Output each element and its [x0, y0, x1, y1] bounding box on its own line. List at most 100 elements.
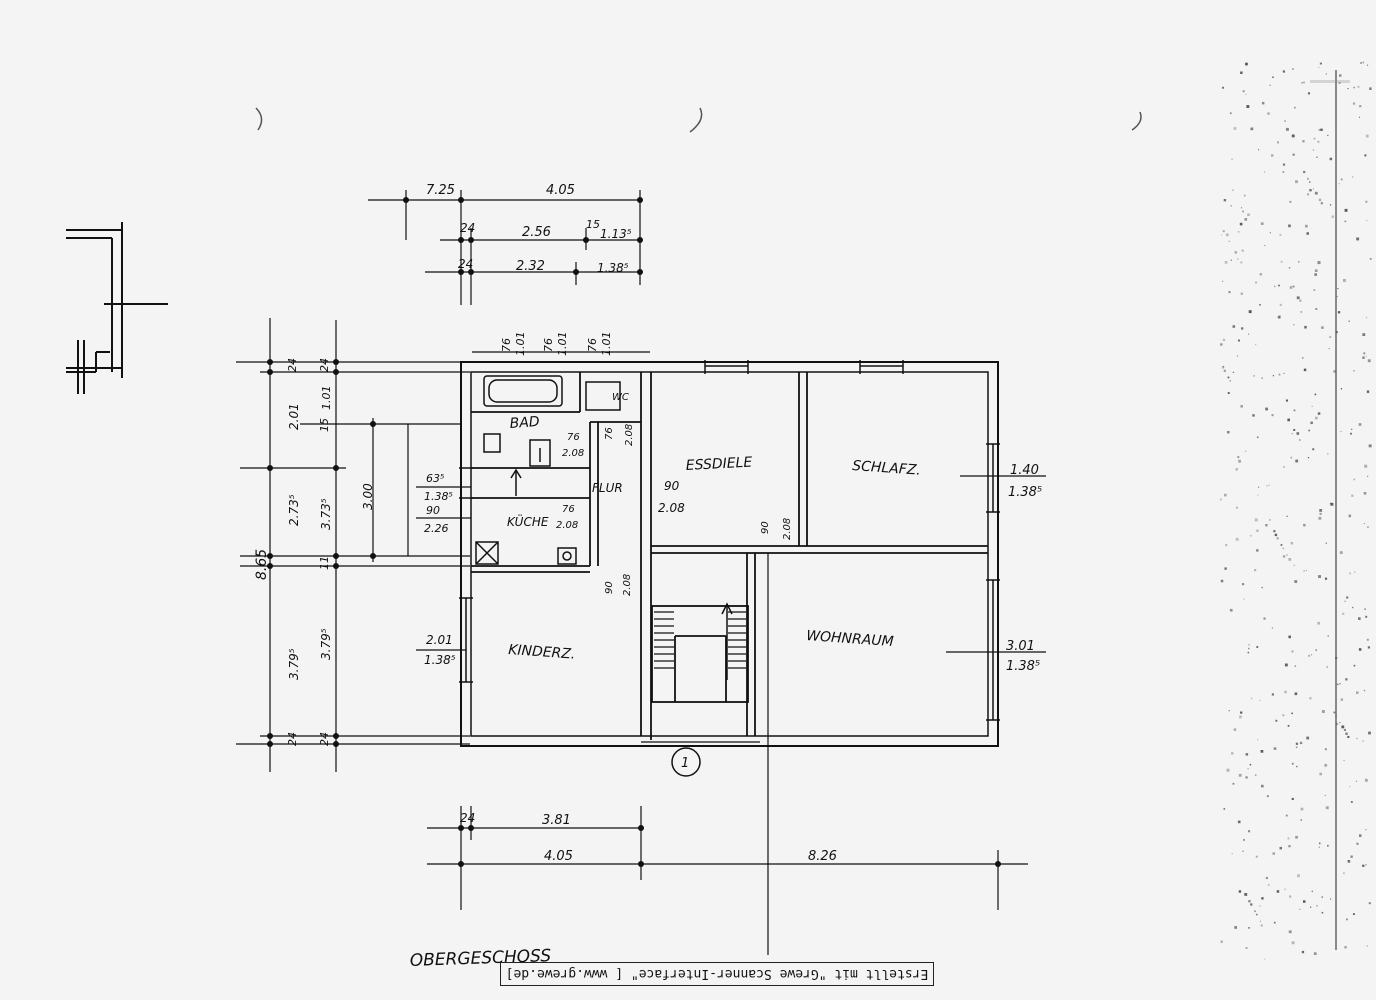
scan-speck [1342, 612, 1345, 615]
scan-speck [1293, 564, 1295, 566]
dimension-dot [333, 465, 339, 471]
dimension-dot [333, 359, 339, 365]
scan-speck [1300, 807, 1304, 811]
dim-bottom-1b: 3.81 [542, 813, 571, 828]
scan-speck [1253, 375, 1255, 377]
scan-speck [1369, 87, 1372, 90]
scan-speck [1299, 439, 1301, 441]
scan-speck [1363, 523, 1365, 525]
scan-speck [1286, 127, 1289, 131]
scan-speck [1362, 864, 1365, 867]
scan-speck [1230, 205, 1232, 207]
scan-speck [1288, 930, 1292, 934]
scan-speck [1340, 698, 1343, 701]
scan-speck [1289, 895, 1292, 898]
scan-speck [1278, 373, 1281, 376]
scan-speck [1277, 315, 1281, 319]
scan-speck [1325, 73, 1327, 75]
scan-speck [1367, 359, 1371, 363]
scan-speck [1246, 105, 1250, 108]
scan-speck [1354, 571, 1356, 573]
scan-speck [1269, 84, 1271, 86]
scan-speck [1309, 697, 1312, 700]
dim-inner-5b: 2.08 [782, 518, 793, 540]
scan-speck [1367, 526, 1369, 528]
scan-speck [1358, 617, 1361, 620]
dimension-dot [458, 237, 464, 243]
scan-speck [1344, 208, 1348, 212]
scan-speck [1299, 299, 1302, 302]
scan-speck [1341, 725, 1345, 729]
scan-speck [1244, 450, 1247, 452]
scan-speck [1272, 375, 1274, 377]
scan-speck [1289, 200, 1292, 203]
scan-speck [1282, 714, 1285, 717]
scan-speck [1303, 368, 1307, 372]
scan-speck [1233, 728, 1237, 731]
dimension-dot [458, 861, 464, 867]
scan-speck [1306, 232, 1309, 235]
scan-speck [1366, 390, 1370, 393]
scan-speck [1293, 409, 1296, 412]
dim-top-2a: 24 [460, 221, 475, 235]
dimension-dot [333, 733, 339, 739]
scan-speck [1242, 90, 1245, 93]
scan-speck [1235, 537, 1239, 541]
scan-speck [1337, 683, 1339, 686]
dimension-dot [458, 269, 464, 275]
scan-speck [1256, 646, 1259, 648]
scan-speck [1355, 780, 1357, 782]
scan-speck [1335, 331, 1338, 334]
scan-speck [1303, 523, 1306, 527]
scan-speck [1319, 512, 1322, 515]
room-label-essdiele: ESSDIELE [685, 455, 752, 474]
dim-left-open-2b: 2.26 [424, 522, 449, 535]
scan-speck [1275, 719, 1278, 722]
scan-speck [1365, 200, 1368, 203]
scan-speck [1256, 913, 1258, 916]
scan-speck [1271, 693, 1274, 696]
scan-speck [1238, 890, 1242, 893]
scan-speck [1248, 927, 1250, 929]
scan-speck [1260, 750, 1264, 753]
scan-speck [1227, 431, 1230, 434]
scan-speck [1242, 210, 1244, 213]
scan-speck [1230, 259, 1232, 261]
scan-speck [1307, 92, 1310, 95]
dim-left-inner-5: 11 [318, 556, 331, 570]
room-label-kueche: KÜCHE [507, 513, 549, 529]
scan-speck [1317, 140, 1320, 143]
scan-speck [1324, 794, 1326, 797]
scan-speck [1363, 352, 1366, 355]
scan-speck [1276, 890, 1280, 893]
scan-speck [1252, 414, 1255, 417]
scan-speck [1221, 234, 1223, 236]
scan-speck [1261, 101, 1265, 105]
scan-speck [1254, 518, 1258, 522]
scan-speck [1229, 608, 1233, 612]
scan-speck [1353, 478, 1356, 481]
scan-speck [1222, 86, 1224, 89]
dim-inner-2a: 76 [604, 427, 615, 440]
dimension-dot [573, 269, 579, 275]
scan-speck [1220, 940, 1223, 943]
scan-speck [1254, 569, 1257, 572]
scan-speck [1367, 475, 1369, 477]
scan-speck [1369, 258, 1372, 260]
scan-speck [1303, 170, 1306, 174]
scan-speck [1325, 806, 1329, 810]
scan-speck [1358, 648, 1362, 651]
scan-speck [1244, 893, 1248, 896]
dim-top-2b: 2.56 [522, 225, 551, 240]
dim-right-1a: 1.40 [1010, 463, 1039, 478]
scan-speck [1291, 941, 1295, 945]
scan-speck [1260, 920, 1261, 922]
scan-speck [1327, 134, 1329, 136]
washbasin [529, 439, 551, 467]
scan-speck [1292, 285, 1295, 288]
scan-speck [1256, 436, 1259, 439]
dim-bath-1a: 76 [500, 338, 513, 352]
scan-speck [1245, 93, 1247, 95]
scan-speck [1263, 171, 1266, 173]
scan-speck [1329, 157, 1333, 161]
